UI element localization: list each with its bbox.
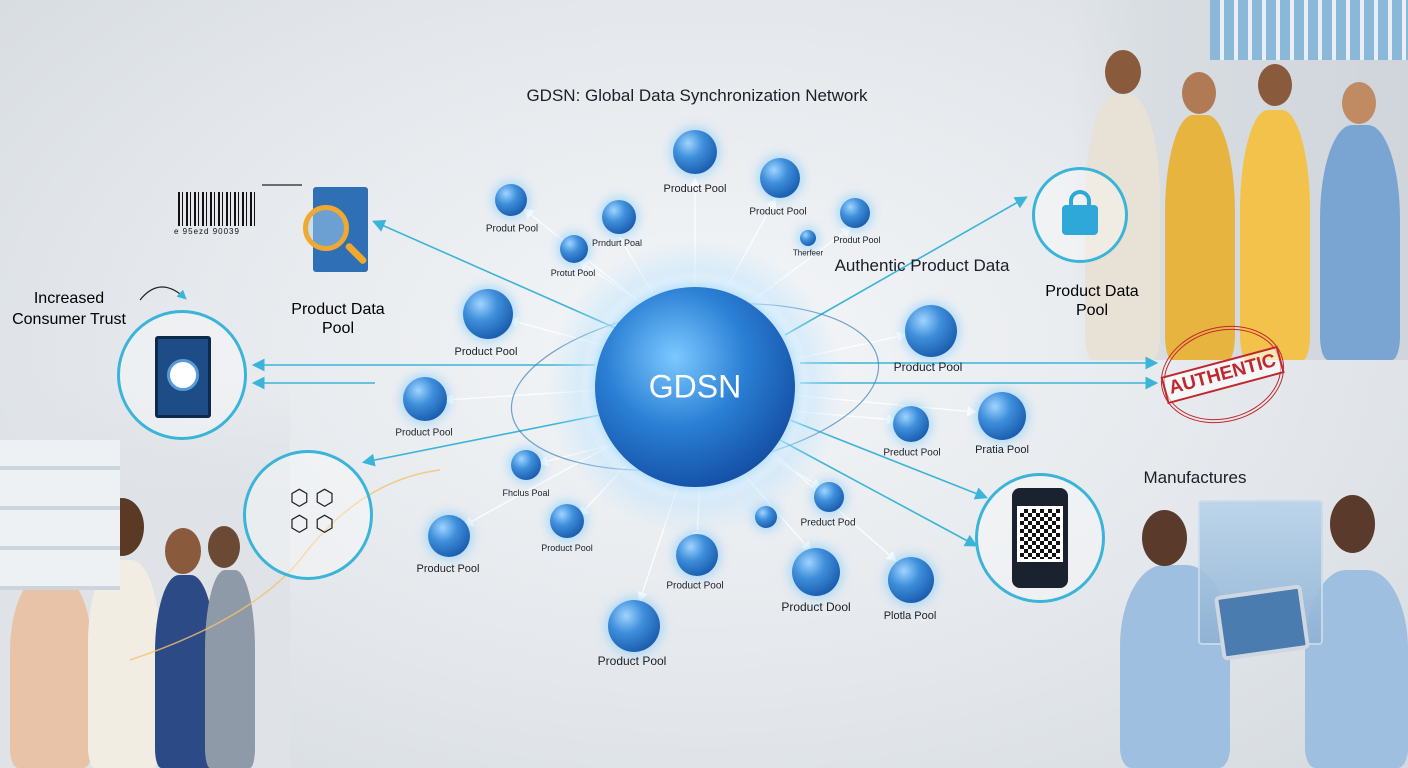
manufacturers-photo-bottom-right — [1110, 495, 1408, 768]
book-icon — [155, 336, 211, 418]
pool-node[interactable] — [403, 377, 447, 421]
pool-label: Product Pool — [454, 346, 518, 358]
pool-node[interactable] — [550, 504, 584, 538]
pool-label: Therfeer — [792, 248, 824, 258]
magnifier-icon — [303, 205, 349, 251]
pool-node[interactable] — [463, 289, 513, 339]
pool-node[interactable] — [495, 184, 527, 216]
lock-shackle — [1069, 190, 1091, 210]
lock-icon — [1062, 205, 1098, 235]
pool-node[interactable] — [560, 235, 588, 263]
pool-node[interactable] — [905, 305, 957, 357]
barcode-icon — [178, 192, 258, 226]
pool-label: Product Dool — [781, 600, 851, 614]
pool-label: Product Pool — [749, 206, 807, 218]
pool-node[interactable] — [978, 392, 1026, 440]
pool-node[interactable] — [888, 557, 934, 603]
pool-label: Preduct Pod — [800, 517, 856, 529]
pool-label: Product Pool — [541, 543, 593, 553]
pool-node[interactable] — [792, 548, 840, 596]
pool-label: Product Pool — [395, 427, 453, 439]
smartphone-qr-icon — [1012, 488, 1068, 588]
shoppers-photo-top-right — [1070, 0, 1408, 360]
pool-label: Produt Pool — [485, 223, 539, 235]
pool-node[interactable] — [800, 230, 816, 246]
pool-label: Protut Pool — [550, 268, 596, 278]
pool-label: Product Pool — [416, 563, 480, 575]
consumer-trust-label: Increased Consumer Trust — [12, 290, 126, 328]
consumers-photo-bottom-left — [0, 380, 290, 768]
left-data-pool-label: Product Data Pool — [291, 301, 385, 337]
pool-label: Product Pool — [663, 183, 727, 195]
pool-label: Fhclus Poal — [502, 488, 550, 498]
gdsn-hub[interactable] — [595, 287, 795, 487]
pool-node[interactable] — [608, 600, 660, 652]
pool-node[interactable] — [893, 406, 929, 442]
pool-node[interactable] — [602, 200, 636, 234]
hub-label: GDSN — [648, 368, 742, 405]
pool-label: Product Pool — [666, 580, 724, 592]
authentic-product-data-label: Authentic Product Data — [834, 256, 1010, 275]
right-data-pool-label: Product Data Pool — [1045, 283, 1139, 319]
pool-node[interactable] — [760, 158, 800, 198]
pool-node[interactable] — [676, 534, 718, 576]
pool-node[interactable] — [755, 506, 777, 528]
barcode-number: e 95ezd 90039 — [174, 227, 240, 236]
pool-label: Plotla Pool — [883, 610, 937, 622]
diagram-title: GDSN: Global Data Synchronization Networ… — [526, 86, 868, 105]
pool-label: Pratia Pool — [975, 444, 1029, 456]
pool-label: Produt Pool — [833, 235, 881, 245]
pool-node[interactable] — [840, 198, 870, 228]
blockchain-circle[interactable] — [243, 450, 373, 580]
pool-node[interactable] — [814, 482, 844, 512]
pool-label: Preduct Pool — [883, 447, 941, 459]
pool-label: Product Pool — [597, 654, 667, 668]
pool-node[interactable] — [673, 130, 717, 174]
cubes-icon: ⬡ ⬡⬡ ⬡ — [289, 485, 335, 536]
pool-node[interactable] — [428, 515, 470, 557]
pool-label: Product Pool — [893, 360, 963, 374]
pool-node[interactable] — [511, 450, 541, 480]
manufactures-label: Manufactures — [1143, 468, 1247, 487]
pool-label: Prndurt Poal — [591, 238, 643, 248]
stamp-text: AUTHENTIC — [1160, 345, 1285, 404]
